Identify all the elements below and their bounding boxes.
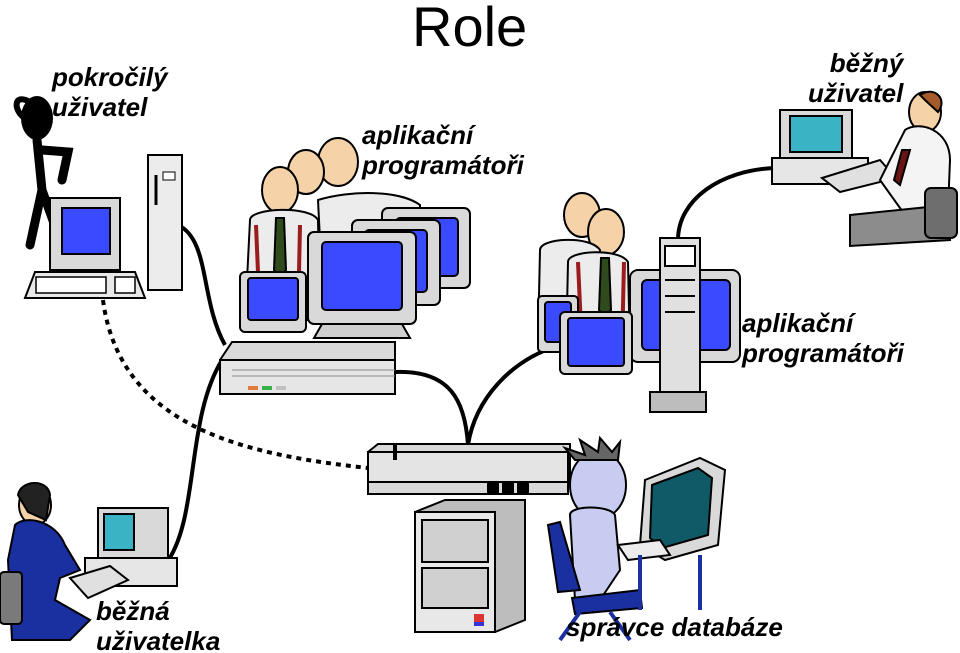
label-regular-user-female-line2: uživatelka [96, 626, 220, 653]
label-regular-user: běžný uživatel [808, 48, 903, 108]
link-tower-to-server [178, 225, 225, 345]
link-rack-to-regular-user [678, 168, 775, 240]
db-admin-icon [548, 438, 725, 640]
label-app-programmers-a: aplikační programátoři [362, 120, 524, 180]
network-hub-icon [368, 444, 570, 494]
label-advanced-user-line1: pokročilý [52, 62, 168, 92]
diagram-title: Role [412, 0, 527, 59]
tower-pc-icon [148, 155, 182, 290]
label-regular-user-female-line1: běžná [96, 596, 220, 626]
link-server-to-hub [395, 372, 468, 445]
label-app-programmers-a-line2: programátoři [362, 150, 524, 180]
label-app-programmers-a-line1: aplikační [362, 120, 524, 150]
label-advanced-user-line2: uživatel [52, 92, 168, 122]
label-app-programmers-b: aplikační programátoři [742, 308, 904, 368]
regular-user-icon [772, 92, 957, 246]
link-hub-to-programmers-b [468, 345, 560, 445]
server-unit-icon [220, 342, 395, 394]
label-app-programmers-b-line2: programátoři [742, 338, 904, 368]
link-server-to-female-user [165, 360, 222, 565]
label-regular-user-line1: běžný [808, 48, 903, 78]
workstation-icon [25, 198, 145, 298]
mainframe-icon [415, 500, 525, 632]
label-regular-user-female: běžná uživatelka [96, 596, 220, 653]
label-regular-user-line2: uživatel [808, 78, 903, 108]
programmers-b-group-icon [538, 193, 740, 374]
label-advanced-user: pokročilý uživatel [52, 62, 168, 122]
label-app-programmers-b-line1: aplikační [742, 308, 904, 338]
label-db-admin: správce databáze [566, 612, 783, 642]
